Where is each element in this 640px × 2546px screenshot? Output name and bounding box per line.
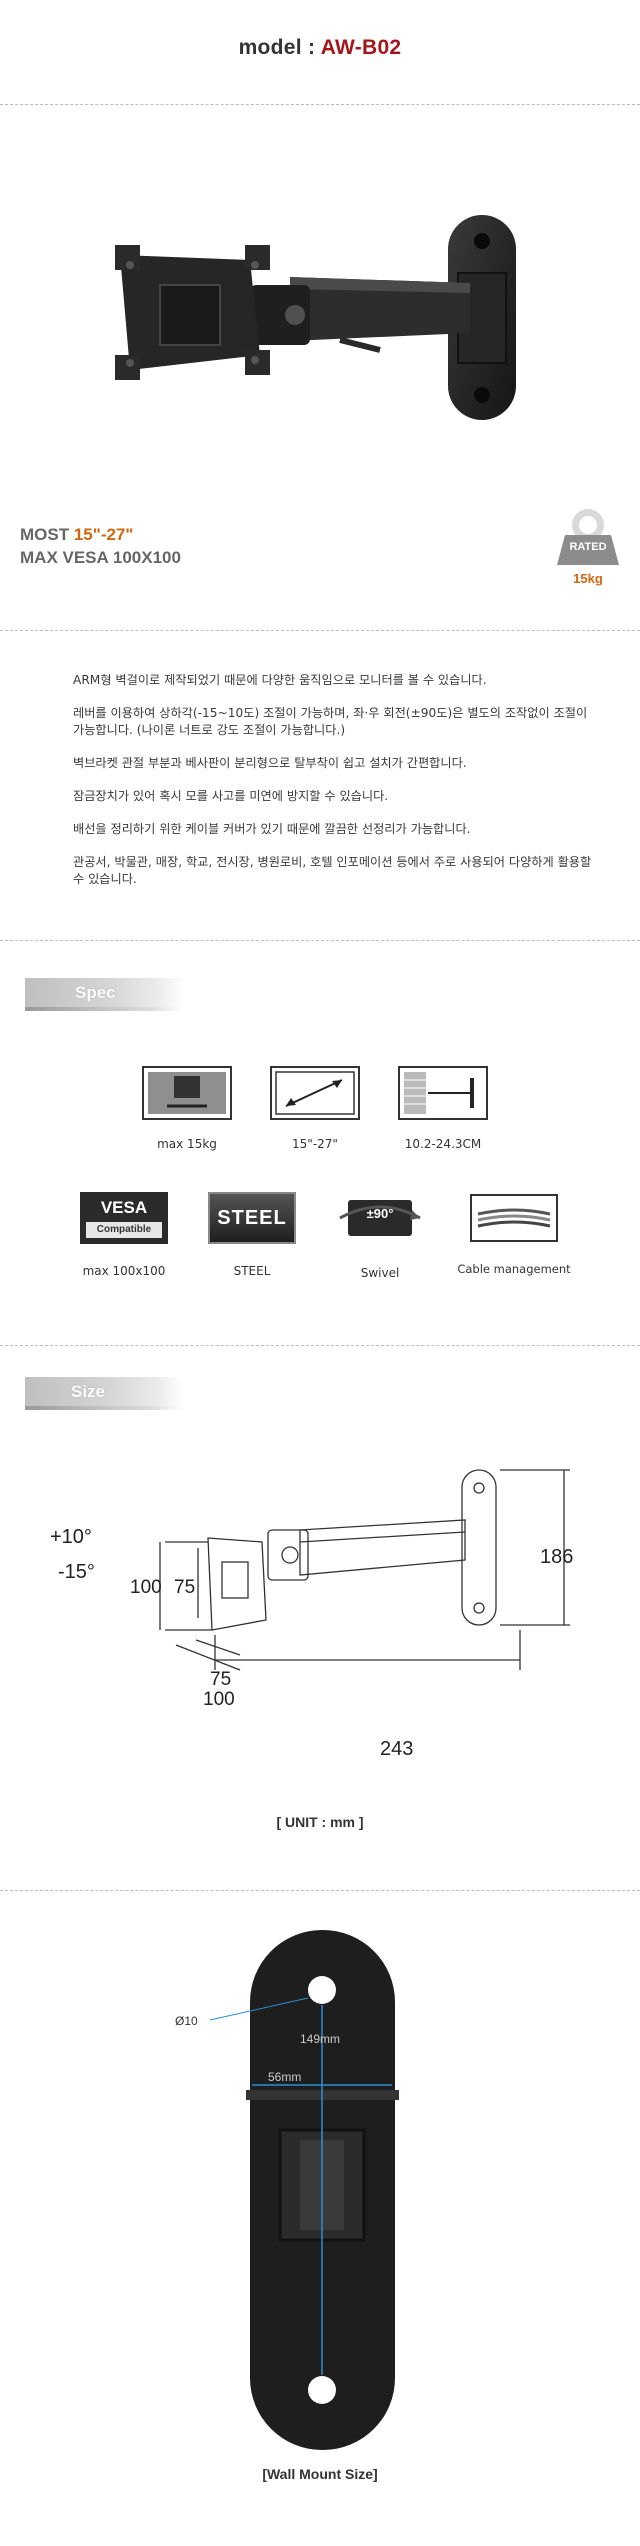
size-section-label: Size bbox=[25, 1377, 183, 1410]
divider bbox=[0, 1890, 640, 1891]
divider bbox=[0, 940, 640, 941]
depth-dim: 243 bbox=[380, 1738, 413, 1760]
wall-mount-caption: [Wall Mount Size] bbox=[262, 2466, 378, 2482]
unit-caption: [ UNIT : mm ] bbox=[276, 1814, 364, 1830]
model-prefix: model : bbox=[238, 36, 321, 59]
tilt-down: -15° bbox=[58, 1561, 95, 1583]
spec-caption: max 15kg bbox=[157, 1137, 217, 1151]
screen-size-icon bbox=[270, 1066, 360, 1120]
divider bbox=[0, 1345, 640, 1346]
model-name: AW-B02 bbox=[320, 36, 402, 59]
steel-badge: STEEL bbox=[217, 1207, 287, 1229]
model-title: model : AW-B02 bbox=[0, 36, 640, 60]
most-range: 15"-27" bbox=[73, 525, 134, 544]
hole-dim: Ø10 bbox=[175, 2014, 198, 2028]
description-section: ARM형 벽걸이로 제작되었기 때문에 다양한 움직임으로 모니터를 볼 수 있… bbox=[0, 630, 640, 941]
spec-caption: max 100x100 bbox=[82, 1264, 166, 1278]
spec-caption: 15"-27" bbox=[292, 1137, 338, 1151]
product-photo bbox=[115, 215, 619, 565]
vesa-w-large: 100 bbox=[203, 1689, 235, 1710]
description-paragraph: 레버를 이용하여 상하각(-15~10도) 조절이 가능하며, 좌·우 회전(±… bbox=[73, 706, 588, 737]
size-drawing: 186 +10° -15° 100 75 75 100 243 bbox=[50, 1469, 573, 1760]
spec-label: Spec bbox=[75, 983, 116, 1002]
description-paragraph: 관공서, 박물관, 매장, 학교, 전시장, 병원로비, 호텔 인포메이션 등에… bbox=[73, 855, 592, 886]
cable-icon bbox=[470, 1194, 558, 1242]
vesa-h-large: 100 bbox=[130, 1577, 162, 1598]
vesa-badge-line2: Compatible bbox=[86, 1222, 162, 1238]
divider bbox=[0, 104, 640, 105]
vesa-w-small: 75 bbox=[210, 1669, 231, 1690]
description-paragraph: ARM형 벽걸이로 제작되었기 때문에 다양한 움직임으로 모니터를 볼 수 있… bbox=[73, 673, 487, 687]
size-label: Size bbox=[71, 1382, 106, 1401]
wall-height-dim: 149mm bbox=[300, 2032, 340, 2046]
rated-label: RATED bbox=[569, 541, 607, 553]
divider bbox=[0, 630, 640, 631]
wall-mount-drawing: Ø10 149mm 56mm bbox=[175, 1930, 399, 2450]
description-paragraph: 벽브라켓 관절 부분과 베사판이 분리형으로 탈부착이 쉽고 설치가 간편합니다… bbox=[73, 756, 467, 770]
swivel-badge: ±90° bbox=[366, 1206, 394, 1221]
vesa-h-small: 75 bbox=[174, 1577, 195, 1598]
spec-section-label: Spec bbox=[25, 978, 183, 1011]
weight-icon bbox=[142, 1066, 232, 1120]
header: model : AW-B02 bbox=[0, 0, 640, 105]
description-paragraph: 잠금장치가 있어 혹시 모를 사고를 미연에 방지할 수 있습니다. bbox=[73, 789, 389, 803]
spec-caption: Swivel bbox=[360, 1266, 400, 1280]
product-hero: MOST 15"-27" MAX VESA 100X100 RATED 15kg bbox=[0, 105, 640, 631]
most-line: MOST 15"-27" bbox=[20, 525, 133, 545]
vesa-badge-line1: VESA bbox=[100, 1198, 148, 1217]
vesa-line: MAX VESA 100X100 bbox=[20, 548, 181, 567]
swivel-icon: ±90° bbox=[336, 1192, 424, 1244]
spec-caption: 10.2-24.3CM bbox=[404, 1137, 482, 1151]
wall-width-dim: 56mm bbox=[268, 2070, 301, 2084]
spec-caption: Cable management bbox=[457, 1262, 571, 1276]
steel-icon: STEEL bbox=[208, 1192, 296, 1244]
height-dim: 186 bbox=[540, 1546, 573, 1568]
spec-caption: STEEL bbox=[233, 1264, 271, 1278]
most-label: MOST bbox=[20, 525, 74, 544]
rated-weight: 15kg bbox=[573, 571, 603, 586]
wall-distance-icon bbox=[398, 1066, 488, 1120]
description-paragraph: 배선을 정리하기 위한 케이블 커버가 있기 때문에 깔끔한 선정리가 가능합니… bbox=[73, 822, 471, 836]
tilt-up: +10° bbox=[50, 1526, 92, 1548]
vesa-icon: VESA Compatible bbox=[80, 1192, 168, 1244]
